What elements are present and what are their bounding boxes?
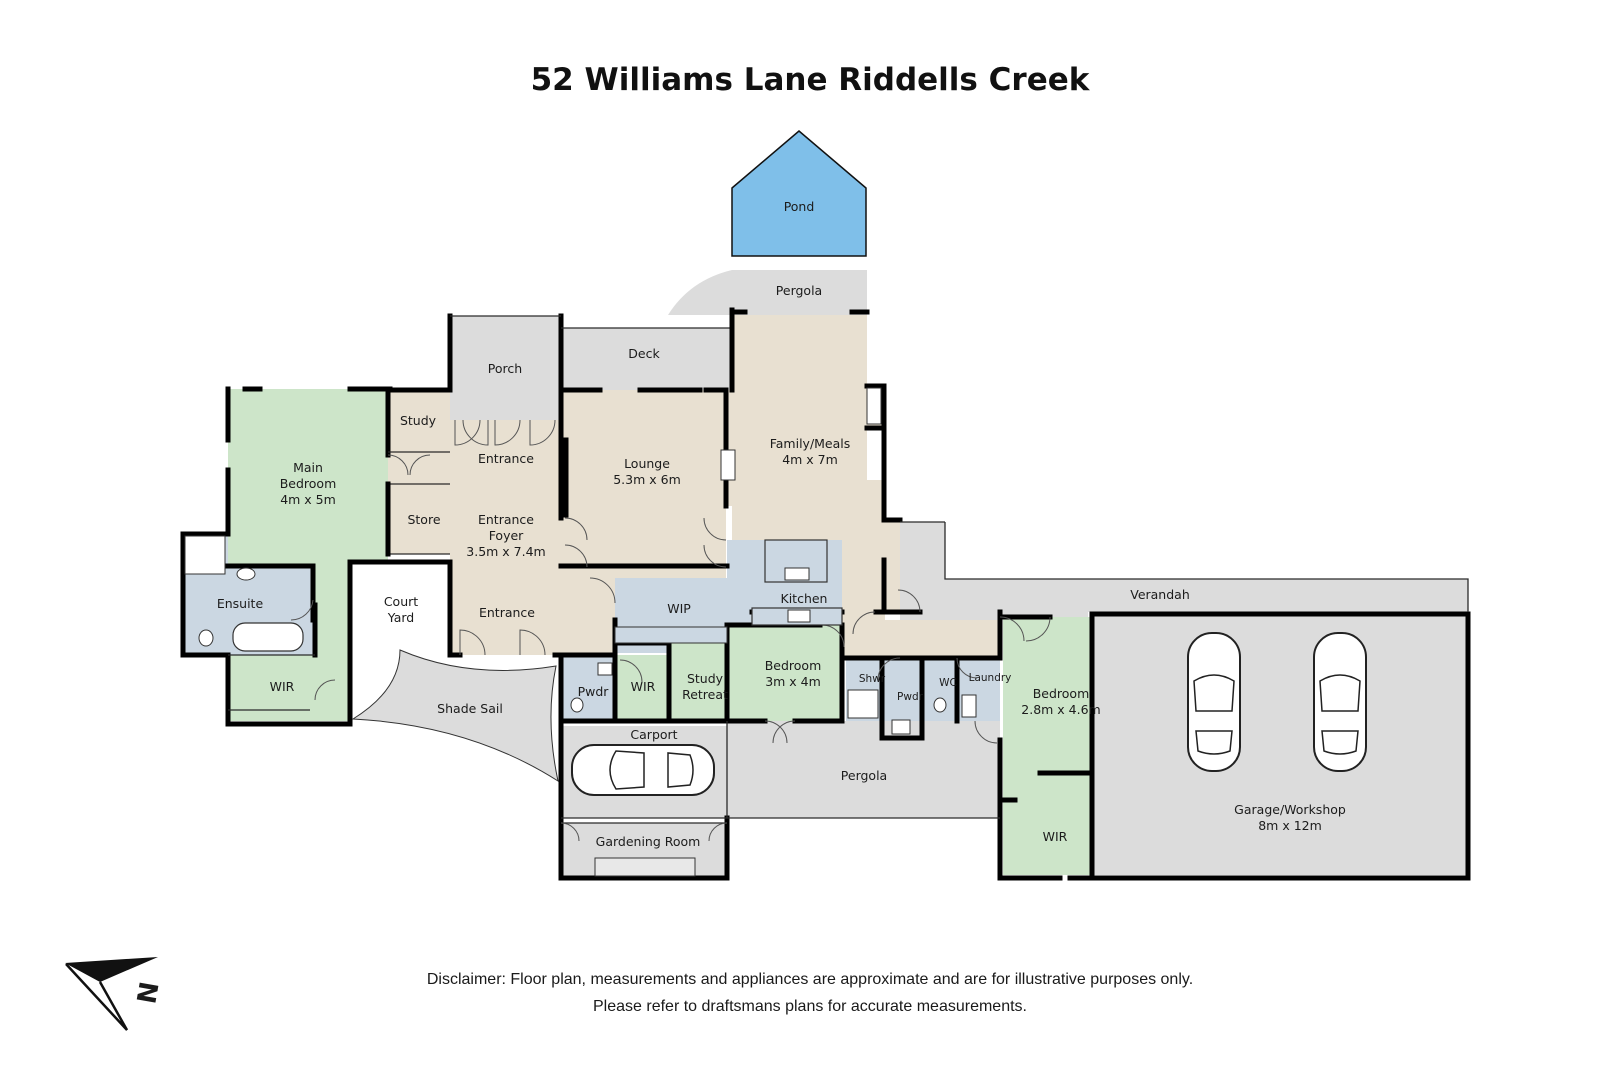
vanity-basin [236, 567, 256, 581]
label-main-bedroom-2: Bedroom [280, 476, 337, 491]
toilet-pwdr-left [570, 697, 584, 713]
car-icon [1187, 632, 1241, 772]
foyer-area [450, 420, 615, 655]
label-carport: Carport [630, 727, 677, 742]
label-court-2: Yard [387, 610, 414, 625]
cooktop [787, 609, 811, 623]
label-foyer-2: Foyer [489, 528, 524, 543]
label-pergola-bottom: Pergola [841, 768, 887, 783]
label-deck: Deck [628, 346, 660, 361]
room-fills [183, 130, 1468, 878]
plan-title: 52 Williams Lane Riddells Creek [530, 62, 1090, 98]
label-foyer-1: Entrance [478, 512, 534, 527]
gardening-bench [594, 857, 696, 877]
toilet-wc [933, 697, 947, 713]
car-icon [571, 744, 715, 796]
label-foyer-3: 3.5m x 7.4m [466, 544, 545, 559]
wir-study-area [615, 655, 669, 721]
label-entrance-bottom: Entrance [479, 605, 535, 620]
room-labels: Pond Pergola Deck Porch Study Store Entr… [217, 199, 1346, 849]
car-icon [1313, 632, 1367, 772]
courtyard-area [355, 568, 450, 650]
shade-sail-area [351, 649, 559, 783]
basin-pwdr-left [597, 662, 613, 676]
compass-north-label: N [132, 980, 165, 1007]
ensuite-shower [184, 535, 226, 575]
hall-right-area [842, 612, 1000, 658]
verandah-area [900, 522, 1468, 620]
label-bedroom-mid-1: Bedroom [765, 658, 822, 673]
label-wip: WIP [667, 601, 691, 616]
kitchen-sink [784, 567, 810, 581]
label-porch: Porch [488, 361, 522, 376]
label-bedroom-mid-2: 3m x 4m [765, 674, 821, 689]
study-retreat-area [669, 643, 727, 721]
label-wir-study: WIR [631, 679, 656, 694]
label-court-1: Court [384, 594, 418, 609]
label-shade-sail: Shade Sail [437, 701, 503, 716]
label-lounge-2: 5.3m x 6m [613, 472, 681, 487]
pergola-top-area [732, 270, 867, 315]
label-ensuite: Ensuite [217, 596, 264, 611]
label-garage-1: Garage/Workshop [1234, 802, 1346, 817]
label-kitchen: Kitchen [781, 591, 828, 606]
label-wir-main: WIR [270, 679, 295, 694]
family-fireplace [866, 387, 882, 425]
label-study: Study [400, 413, 437, 428]
label-store: Store [407, 512, 440, 527]
label-garage-2: 8m x 12m [1258, 818, 1322, 833]
store-area [388, 484, 450, 554]
label-family-1: Family/Meals [770, 436, 851, 451]
label-verandah: Verandah [1130, 587, 1190, 602]
wip-shelf [614, 626, 728, 644]
label-lounge-1: Lounge [624, 456, 670, 471]
laundry-tub [961, 694, 977, 718]
fireplace [720, 449, 736, 481]
north-arrow-icon: N [65, 957, 166, 1031]
basin-pwdr-right [891, 719, 911, 735]
disclaimer-line-2: Please refer to draftsmans plans for acc… [593, 998, 1027, 1015]
bedroom-mid-area [727, 625, 842, 721]
lounge-area [561, 390, 726, 578]
label-family-2: 4m x 7m [782, 452, 838, 467]
label-bedroom-right-1: Bedroom [1033, 686, 1090, 701]
porch-area [450, 316, 561, 420]
pergola-bottom-area [727, 721, 1000, 818]
toilet-ensuite [198, 629, 214, 647]
bedroom-right-area [1003, 617, 1092, 875]
label-laundry: Laundry [969, 672, 1012, 684]
pond-area [731, 130, 867, 257]
label-study-retreat-1: Study [687, 671, 724, 686]
fixtures [184, 387, 977, 877]
pergola-arc [668, 270, 732, 315]
shower-tray [847, 689, 879, 719]
label-wc: WC [939, 677, 957, 689]
label-pwdr-right: Pwdr [897, 691, 924, 703]
label-bedroom-right-2: 2.8m x 4.6m [1021, 702, 1100, 717]
garage-area [1092, 614, 1468, 875]
label-main-bedroom-3: 4m x 5m [280, 492, 336, 507]
disclaimer-line-1: Disclaimer: Floor plan, measurements and… [426, 971, 1194, 988]
label-main-bedroom-1: Main [293, 460, 323, 475]
label-shwr: Shwr [859, 673, 886, 685]
bathtub [232, 622, 304, 652]
label-entrance-top: Entrance [478, 451, 534, 466]
label-study-retreat-2: Retreat [682, 687, 728, 702]
study-area [388, 390, 450, 452]
label-pwdr-left: Pwdr [578, 684, 610, 699]
label-gardening-room: Gardening Room [596, 834, 701, 849]
label-wir-right: WIR [1043, 829, 1068, 844]
label-pond: Pond [784, 199, 815, 214]
label-pergola-top: Pergola [776, 283, 822, 298]
deck-area [560, 328, 732, 390]
door-swings [290, 419, 1051, 842]
